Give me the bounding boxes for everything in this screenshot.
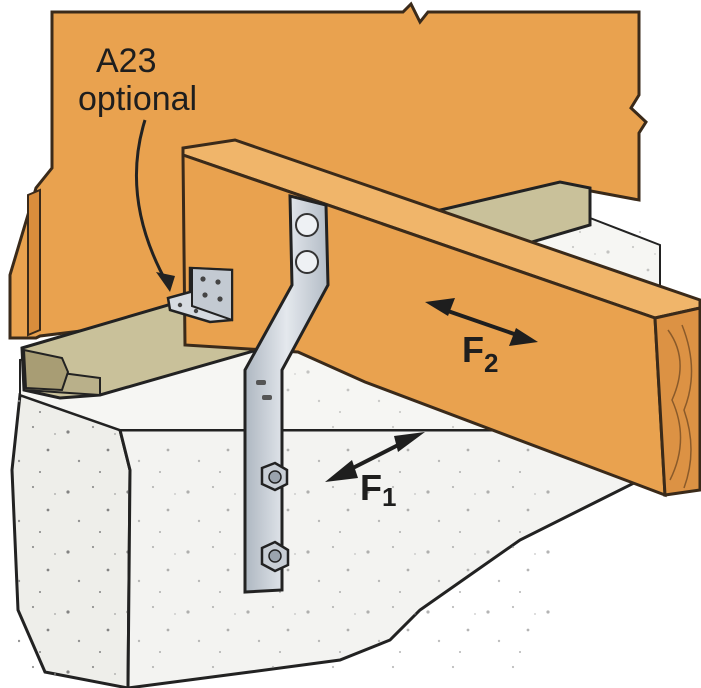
callout-arrowhead (156, 272, 175, 292)
f2-letter: F (462, 329, 484, 370)
anchor-bolt-upper (260, 461, 289, 492)
callout-leader-arrow (134, 119, 170, 286)
f1-subscript: 1 (382, 482, 396, 512)
f1-arrow (325, 432, 425, 482)
beam-end (653, 306, 701, 497)
callout-label-a23: A23 (96, 42, 157, 80)
foundation-left-texture (18, 395, 128, 685)
strap-tie (243, 194, 330, 594)
f1-label: F1 (360, 467, 396, 512)
wall-edge-shadow (27, 188, 41, 337)
sill-plate-left-endgrain (22, 348, 70, 392)
f1-letter: F (360, 467, 382, 508)
f2-label: F2 (462, 329, 498, 378)
beam-end-grain (667, 324, 693, 489)
callout-label-optional: optional (78, 80, 197, 118)
anchor-bolt-lower (260, 540, 290, 573)
f2-subscript: 2 (484, 348, 498, 378)
f2-arrow (425, 298, 538, 346)
